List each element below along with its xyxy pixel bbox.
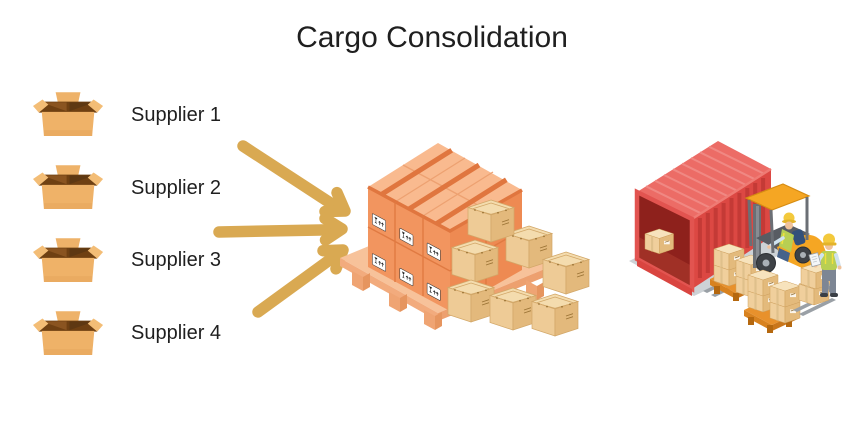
open-box-icon <box>33 165 104 209</box>
open-box-icon <box>33 92 104 136</box>
open-box-icon <box>33 311 104 355</box>
supplier-icons <box>33 92 104 355</box>
open-box-icon <box>33 238 104 282</box>
diagram-title: Cargo Consolidation <box>296 21 568 54</box>
container-loading-illustration <box>629 141 842 333</box>
warehouse-worker <box>808 233 842 297</box>
supplier-1-label: Supplier 1 <box>131 104 222 126</box>
supplier-2-label: Supplier 2 <box>131 177 222 199</box>
supplier-3-label: Supplier 3 <box>131 249 222 271</box>
box-inside-container <box>643 227 675 255</box>
pallet-stack-b <box>744 268 802 333</box>
consolidated-pallet-illustration <box>340 143 590 337</box>
flow-arrows <box>213 140 351 318</box>
flow-arrow-middle <box>213 212 348 246</box>
forklift-roof <box>744 183 811 211</box>
clipboard <box>808 252 822 268</box>
forklift-driver <box>767 212 796 262</box>
flow-arrow-top <box>237 140 351 218</box>
forklift <box>744 183 827 273</box>
flow-arrow-bottom <box>252 244 349 318</box>
supplier-4-label: Supplier 4 <box>131 322 222 344</box>
